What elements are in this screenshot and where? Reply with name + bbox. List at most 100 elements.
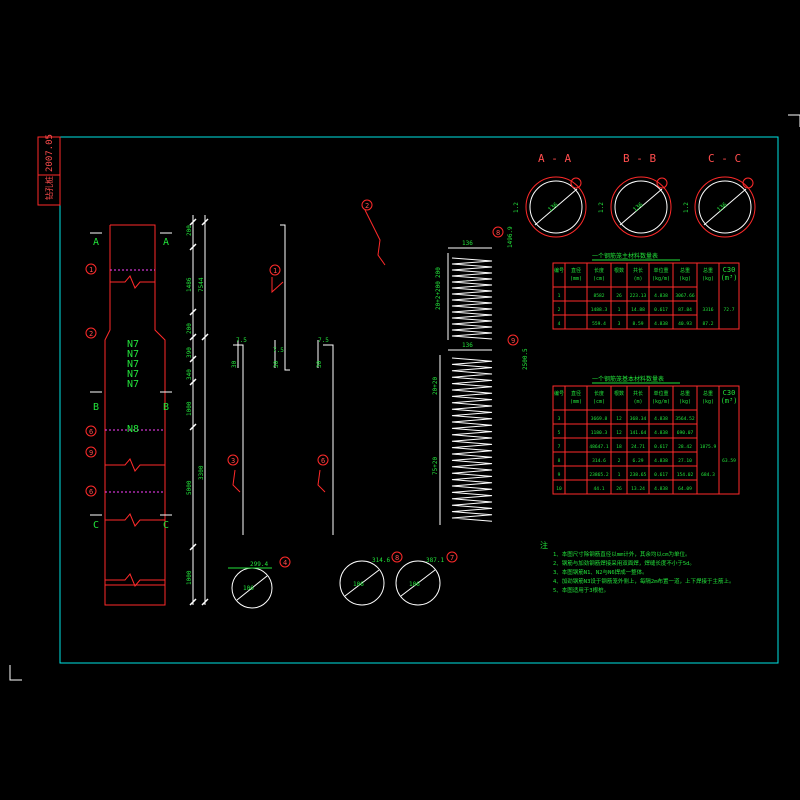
ring-4-marker-label: 4 <box>283 559 287 567</box>
table2-cell: 5 <box>558 430 561 436</box>
table2: 一个钢筋笼基本材料数量表 编号直径(mm)长度(cm)根数共长(m)单位重(kg… <box>552 375 740 495</box>
corner-mark-bl <box>9 665 22 681</box>
table2-cell: 1875.9 <box>700 444 717 450</box>
table2-header: (kg) <box>679 399 691 405</box>
table1-header: 总重 <box>703 267 713 274</box>
spiral-top-h1: 200 <box>435 267 442 278</box>
dim-v-2: 1486 <box>186 277 193 292</box>
section-mark-b-left: B <box>93 402 99 413</box>
table2-cell: 4.838 <box>654 486 668 492</box>
n7-label-3: N7 <box>127 359 139 370</box>
table2-cell: 28.42 <box>678 444 692 450</box>
table1-header: (kg) <box>679 276 691 282</box>
ring-4 <box>228 567 273 609</box>
table1-cell: 4.838 <box>654 321 668 327</box>
note-line-2: 2、钢筋与加劲钢筋焊接采用双面焊，焊缝长度不小于5d。 <box>553 559 695 567</box>
drawing-border <box>59 136 779 664</box>
table2-cell: 4.838 <box>654 416 668 422</box>
table1-cell: 8582 <box>593 293 604 299</box>
dim-v-6: 340 <box>186 369 193 380</box>
note-line-5: 5、本图适用于3根桩。 <box>553 586 609 594</box>
ring-7-marker <box>446 551 458 563</box>
table1-cell: 1 <box>558 293 561 299</box>
pile-marker-1: 1 <box>89 266 93 274</box>
ring-8 <box>339 560 385 606</box>
spiral-top-dim: 136 <box>462 240 473 247</box>
table1-header: (mm) <box>570 276 582 282</box>
table2-cell: 7 <box>558 444 561 450</box>
title-name: 钻孔桩 <box>44 176 54 200</box>
section-mark-c-left: C <box>93 520 99 531</box>
ring-8-marker <box>391 551 403 563</box>
spiral-mid-len: 2500.5 <box>522 348 529 370</box>
table2-header: 共长 <box>633 390 643 397</box>
table1-header: (m³) <box>721 274 738 282</box>
table1-cell: 4.838 <box>654 293 668 299</box>
bar-marker-2: 1 <box>273 267 277 275</box>
n8-label: N8 <box>127 424 139 435</box>
table2-cell: 4.838 <box>654 458 668 464</box>
table1-cell: 0.617 <box>654 307 668 313</box>
n7-label-5: N7 <box>127 379 139 390</box>
table1-header: 长度 <box>594 267 604 274</box>
table2-cell: 9 <box>558 472 561 478</box>
section-b-drawing <box>610 176 672 238</box>
table2-cell: 154.02 <box>677 472 694 478</box>
table2-cell: 8 <box>558 458 561 464</box>
spiral-top-h2: 20+2+200 <box>435 281 442 310</box>
table2-cell: 238.65 <box>630 472 647 478</box>
spiral-top <box>447 247 493 340</box>
table1-cell: 72.7 <box>723 307 734 313</box>
spiral-bot-h1: 20+20 <box>432 377 439 395</box>
spiral-top-len: 1496.9 <box>507 226 514 248</box>
table1-cell: 1 <box>618 307 621 313</box>
table2-cell: 1180.3 <box>591 430 608 436</box>
ring-8-dim: 314.6 <box>372 557 390 564</box>
title-strip <box>37 136 61 206</box>
table2-cell: 690.07 <box>677 430 694 436</box>
table2-cell: 3564.52 <box>675 416 695 422</box>
table2-cell: 314.6 <box>592 458 606 464</box>
dim-v-3: 7544 <box>198 277 205 292</box>
pile-dashed-lines <box>105 269 165 493</box>
dim-v-5: 390 <box>186 347 193 358</box>
section-mark-a-left: A <box>93 237 99 248</box>
table2-cell: 141.64 <box>630 430 647 436</box>
ring-7-d: 106 <box>409 581 420 588</box>
table1-header: (cm) <box>593 276 605 282</box>
section-a-drawing <box>525 176 587 238</box>
table1-header: 直径 <box>571 267 581 274</box>
bar-marker-4: 2 <box>365 202 369 210</box>
table2-header: (kg) <box>702 399 714 405</box>
bar-marker-3: 6 <box>321 457 325 465</box>
section-mark-c-right: C <box>163 520 169 531</box>
table2-cell: 3 <box>558 416 561 422</box>
ring-8-marker-label: 8 <box>395 554 399 562</box>
table2-cell: 684.3 <box>701 472 715 478</box>
table1-header: 共长 <box>633 267 643 274</box>
ring-7-dim: 387.1 <box>426 557 444 564</box>
table2-cell: 44.1 <box>593 486 604 492</box>
ring-7 <box>395 560 441 606</box>
table1-cell: 2 <box>558 307 561 313</box>
section-b-cover: 1.2 <box>598 202 605 213</box>
pile-markers <box>85 263 97 497</box>
ring-4-marker <box>279 556 291 568</box>
bar-dim-4: 30 <box>231 360 238 368</box>
dim-v-10: 1000 <box>186 570 193 585</box>
title-date: 2007.05 <box>45 134 55 172</box>
table2-cell: 12 <box>616 430 622 436</box>
ring-4-d: 106 <box>243 585 254 592</box>
section-c-title: C - C <box>708 152 741 165</box>
dim-v-1: 200 <box>186 225 193 236</box>
table2-cell: 27.10 <box>678 458 692 464</box>
section-b-d: 136 <box>632 201 645 214</box>
table2-cell: 64.09 <box>678 486 692 492</box>
table2-cell: 2 <box>618 458 621 464</box>
table1-cell: 8.59 <box>632 321 643 327</box>
table2-cell: 18 <box>616 444 622 450</box>
table1-cell: 1488.3 <box>591 307 608 313</box>
bar-dim-6: 30 <box>316 360 323 368</box>
note-line-4: 4、加劲钢筋N3设于钢筋笼外侧上，每隔2m布置一道，上下焊接于主筋上。 <box>553 577 735 585</box>
dim-v-7: 1000 <box>186 401 193 416</box>
